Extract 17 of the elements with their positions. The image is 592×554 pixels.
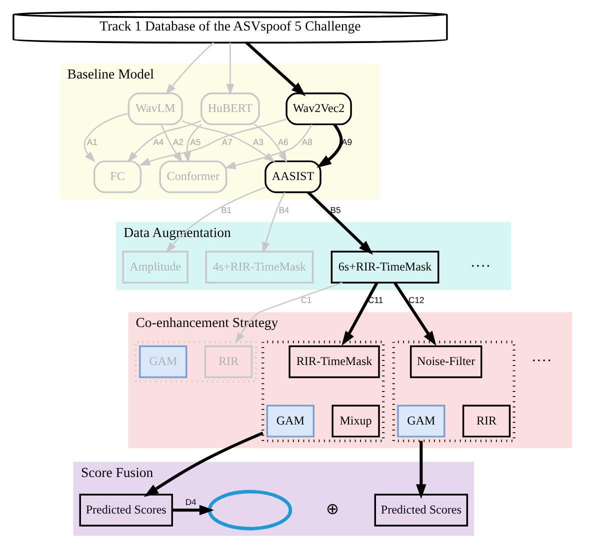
edge-label: B4 bbox=[278, 204, 290, 215]
edge-label: A1 bbox=[86, 136, 98, 147]
edge-label: C12 bbox=[408, 295, 424, 306]
edge-label: C1 bbox=[300, 295, 312, 306]
edge-label: D4 bbox=[185, 496, 196, 507]
edge-label: B1 bbox=[221, 204, 232, 215]
edge-label: A3 bbox=[252, 136, 264, 147]
edge-label: B5 bbox=[330, 204, 341, 215]
edge-label: A6 bbox=[278, 136, 288, 147]
edge-label: A8 bbox=[302, 136, 312, 147]
label: ⊕ bbox=[326, 500, 340, 518]
edge-label: A5 bbox=[190, 136, 201, 147]
label: ···· bbox=[470, 258, 491, 275]
edge-label: A2 bbox=[172, 136, 184, 147]
edge-label: A7 bbox=[222, 136, 232, 147]
label: ···· bbox=[531, 352, 552, 370]
edge-label: A4 bbox=[153, 136, 164, 147]
